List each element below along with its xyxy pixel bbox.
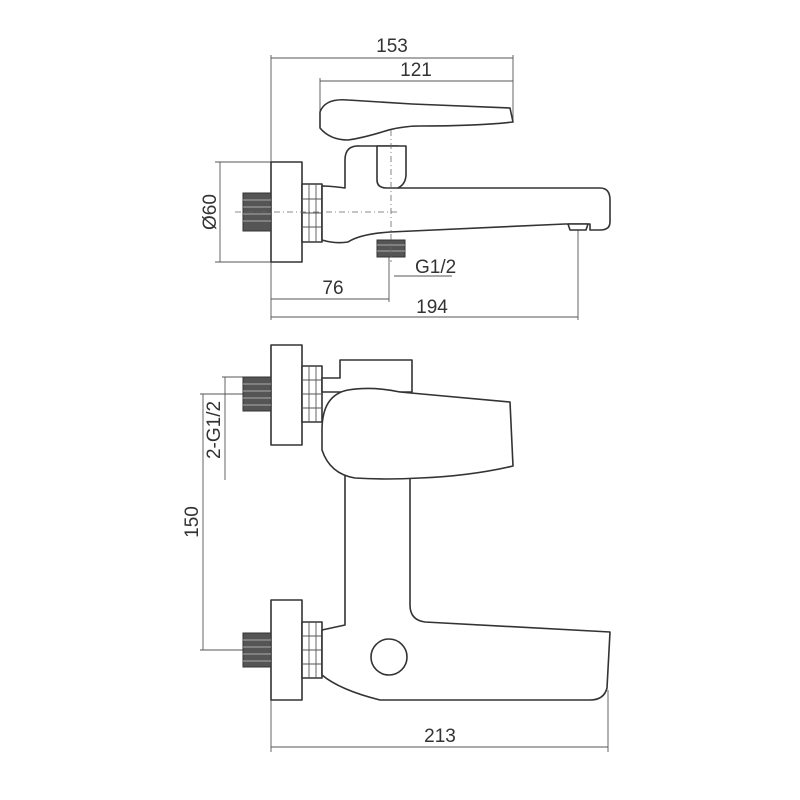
dim-g12-label: G1/2 bbox=[415, 257, 456, 278]
aerator bbox=[567, 223, 589, 231]
mixer-body-spout bbox=[321, 145, 611, 244]
dim-diam60-label: Ø60 bbox=[200, 194, 221, 230]
upper-flange bbox=[270, 344, 303, 446]
top-view: 153 121 Ø60 G1/2 76 194 bbox=[200, 36, 611, 320]
front-lever-handle bbox=[321, 387, 514, 480]
dim-121-label: 121 bbox=[400, 60, 432, 81]
column-and-spout bbox=[321, 469, 611, 701]
front-view: 2-G1/2 150 213 bbox=[182, 344, 611, 752]
dim-150-label: 150 bbox=[182, 506, 203, 538]
dim-153-label: 153 bbox=[376, 36, 408, 57]
dim-194-label: 194 bbox=[416, 297, 448, 318]
diverter-knob bbox=[370, 638, 408, 676]
upper-threaded-inlet bbox=[242, 376, 272, 412]
lower-flange bbox=[270, 599, 303, 701]
cartridge-neck bbox=[376, 145, 407, 189]
lower-threaded-inlet bbox=[242, 632, 272, 668]
dim-213-label: 213 bbox=[424, 726, 456, 747]
upper-body bbox=[321, 359, 413, 393]
dim-76-label: 76 bbox=[322, 278, 343, 299]
lever-handle bbox=[319, 98, 514, 141]
dim-2g12-label: 2-G1/2 bbox=[204, 401, 225, 459]
